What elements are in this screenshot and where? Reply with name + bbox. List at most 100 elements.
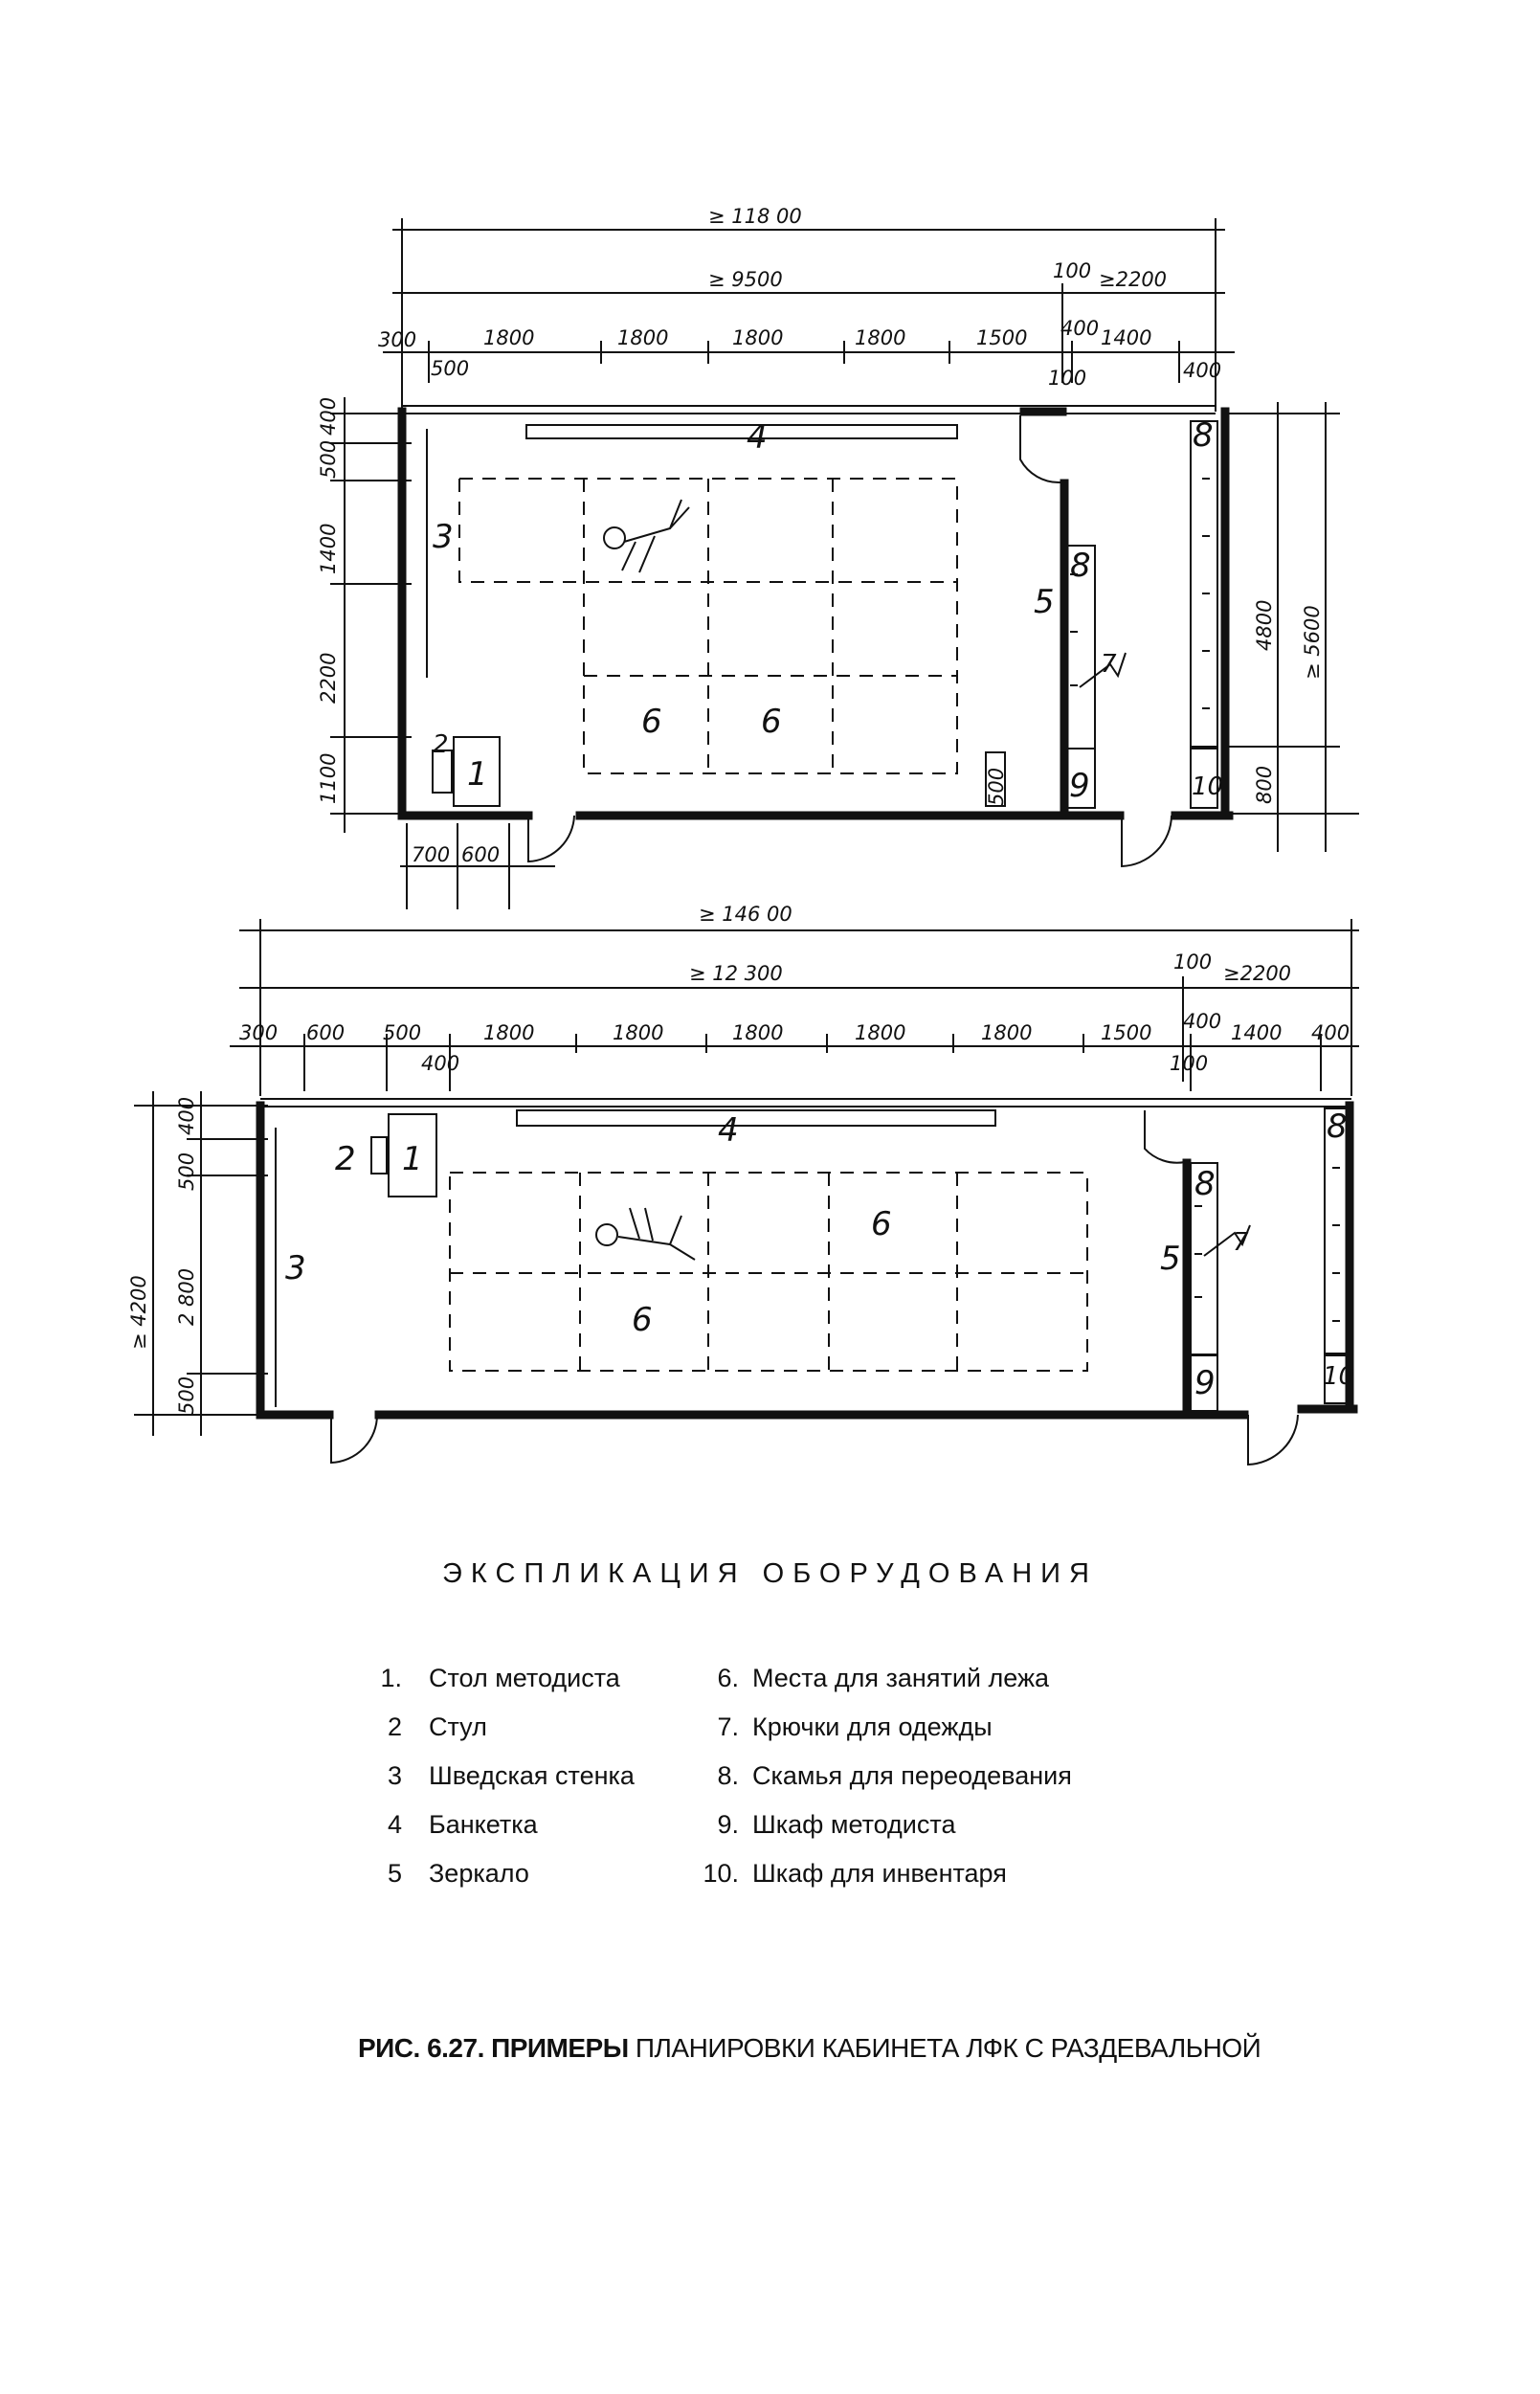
legend-num: 2 [387,1712,402,1741]
plan-a-equipment [426,420,1218,809]
legend-item: 8. Скамья для переодевания [699,1752,1072,1801]
dim-overall: ≥ 118 00 [708,205,802,228]
dim-seg: 1800 [617,326,668,349]
dim-seg: 400 [1060,317,1099,340]
mark-5: 5 [1034,583,1055,621]
mark-1: 1 [402,1140,423,1178]
legend-item: 1. Стол методиста [373,1654,635,1703]
dim-seg: 300 [239,1021,278,1044]
mark-10: 10 [1323,1362,1354,1391]
legend-text: Зеркало [429,1859,529,1888]
dim-seg: 1500 [976,326,1027,349]
legend-num: 5 [387,1859,402,1888]
mark-6: 6 [761,703,782,741]
legend-num: 3 [387,1761,402,1790]
legend-text: Скамья для переодевания [752,1761,1072,1790]
legend-item: 7. Крючки для одежды [699,1703,1072,1752]
mark-4: 4 [747,418,768,457]
mark-8: 8 [1070,547,1091,585]
hooks-icon [1070,478,1210,709]
dim-seg: 300 [378,328,416,351]
plan-b-dimension-labels: ≥ 146 00 ≥ 12 300 100 ≥2200 300 600 500 … [127,903,1350,1415]
plan-a-item-marks: 1 2 3 4 5 6 6 7 8 8 9 10 [433,416,1223,805]
dim-locker: ≥2200 [1223,962,1291,985]
dim-seg: 400 [1183,359,1221,382]
hooks-icon [1194,1167,1340,1322]
dim-bottom: 600 [461,843,500,866]
lying-figure-icon [603,499,690,573]
dim-left: 1100 [317,753,340,804]
dim-left: 500 [317,440,340,479]
dim-left: 400 [317,397,340,436]
legend-num: 10. [703,1859,739,1888]
dim-seg: 500 [383,1021,421,1044]
legend-right-column: 6. Места для занятий лежа 7. Крючки для … [699,1654,1072,1898]
legend-item: 6. Места для занятий лежа [699,1654,1072,1703]
caption-number: РИС. 6.27. ПРИМЕРЫ [358,2033,629,2063]
mark-7: 7 [1233,1228,1249,1257]
dim-main: ≥ 12 300 [689,962,783,985]
dim-seg: 1800 [483,326,534,349]
dim-seg: 1800 [981,1021,1032,1044]
legend-item: 4 Банкетка [373,1801,635,1849]
dim-seg: 500 [431,357,469,380]
figure-caption: РИС. 6.27. ПРИМЕРЫ ПЛАНИРОВКИ КАБИНЕТА Л… [358,2033,1261,2064]
dim-locker: ≥2200 [1099,268,1167,291]
mark-9: 9 [1194,1364,1216,1402]
plan-a: ≥ 118 00 ≥ 9500 100 ≥2200 300 500 1800 1… [317,205,1359,909]
legend-text: Банкетка [429,1810,538,1839]
dim-main: ≥ 9500 [708,268,783,291]
dim-left: 2200 [317,653,340,704]
legend-text: Стул [429,1712,487,1741]
dim-right: ≥ 5600 [1301,605,1324,680]
dim-right: 4800 [1253,600,1276,651]
mark-6: 6 [641,703,662,741]
dim-seg: 1400 [1231,1021,1282,1044]
dim-left: 2 800 [175,1268,198,1326]
legend-text: Шкаф для инвентаря [752,1859,1007,1888]
dim-seg: 400 [1311,1021,1350,1044]
mark-4: 4 [718,1111,739,1150]
mark-3: 3 [433,518,454,556]
legend-left-column: 1. Стол методиста 2 Стул 3 Шведская стен… [373,1654,635,1898]
legend-num: 8. [717,1761,739,1790]
dim-door: 500 [985,768,1008,806]
legend-item: 9. Шкаф методиста [699,1801,1072,1849]
lying-figure-icon [595,1207,696,1261]
mark-8: 8 [1327,1108,1348,1146]
legend-text: Стол методиста [429,1664,620,1692]
plan-b-dimension-lines [134,919,1359,1436]
explication-title: ЭКСПЛИКАЦИЯ ОБОРУДОВАНИЯ [442,1558,1098,1589]
legend-num: 4 [387,1810,402,1839]
dim-bottom: 700 [412,843,450,866]
plan-a-walls [397,405,1234,868]
legend-item: 2 Стул [373,1703,635,1752]
mark-5: 5 [1160,1240,1181,1278]
mark-2: 2 [433,730,449,759]
plan-a-dimension-lines [330,218,1359,909]
caption-text: ПЛАНИРОВКИ КАБИНЕТА ЛФК С РАЗДЕВАЛЬНОЙ [628,2033,1261,2063]
mark-10: 10 [1192,772,1223,801]
mark-6: 6 [871,1205,892,1243]
mark-8: 8 [1193,416,1214,455]
mark-9: 9 [1069,767,1090,805]
mark-6: 6 [632,1301,653,1339]
legend-text: Шведская стенка [429,1761,635,1790]
legend-text: Шкаф методиста [752,1810,956,1839]
plan-b-item-marks: 1 2 3 4 5 6 6 7 8 8 9 10 [285,1108,1354,1402]
mark-3: 3 [285,1249,306,1287]
dim-seg: 1400 [1101,326,1151,349]
dim-wall-gap: 100 [1173,951,1212,973]
dim-seg: 100 [1170,1052,1208,1075]
mark-8: 8 [1194,1165,1216,1203]
legend-num: 1. [380,1664,402,1692]
legend-text: Места для занятий лежа [752,1664,1050,1692]
dim-wall-gap: 100 [1053,259,1091,282]
legend-text: Крючки для одежды [752,1712,993,1741]
mark-2: 2 [335,1140,356,1178]
dim-seg: 400 [1183,1010,1221,1033]
dim-overall: ≥ 146 00 [699,903,792,926]
dim-seg: 1800 [732,1021,783,1044]
legend-item: 10. Шкаф для инвентаря [699,1849,1072,1898]
dim-left: 500 [175,1376,198,1415]
